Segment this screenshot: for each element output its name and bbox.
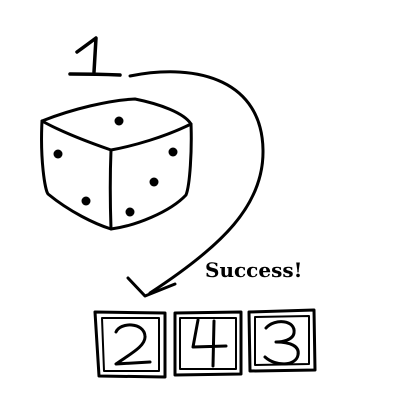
number-card[interactable]	[173, 310, 243, 377]
die-pip	[168, 147, 178, 157]
card-digit-3	[263, 320, 300, 366]
number-card[interactable]	[93, 310, 167, 379]
die-right-face	[109, 122, 193, 231]
card-digit-4	[191, 318, 228, 368]
die-pip	[149, 177, 159, 187]
die-pip	[114, 116, 124, 126]
die-pip	[81, 196, 91, 206]
curved-arrow-icon	[126, 70, 265, 298]
die-left-face	[40, 119, 113, 231]
status-message: Success!	[205, 258, 302, 282]
die-top-face	[40, 97, 193, 152]
die-pip	[53, 149, 63, 159]
card-row	[93, 308, 317, 379]
roll-number	[68, 36, 122, 77]
die	[40, 97, 193, 231]
die-pip	[125, 207, 135, 217]
number-card[interactable]	[247, 308, 317, 373]
card-digit-2	[114, 323, 152, 366]
